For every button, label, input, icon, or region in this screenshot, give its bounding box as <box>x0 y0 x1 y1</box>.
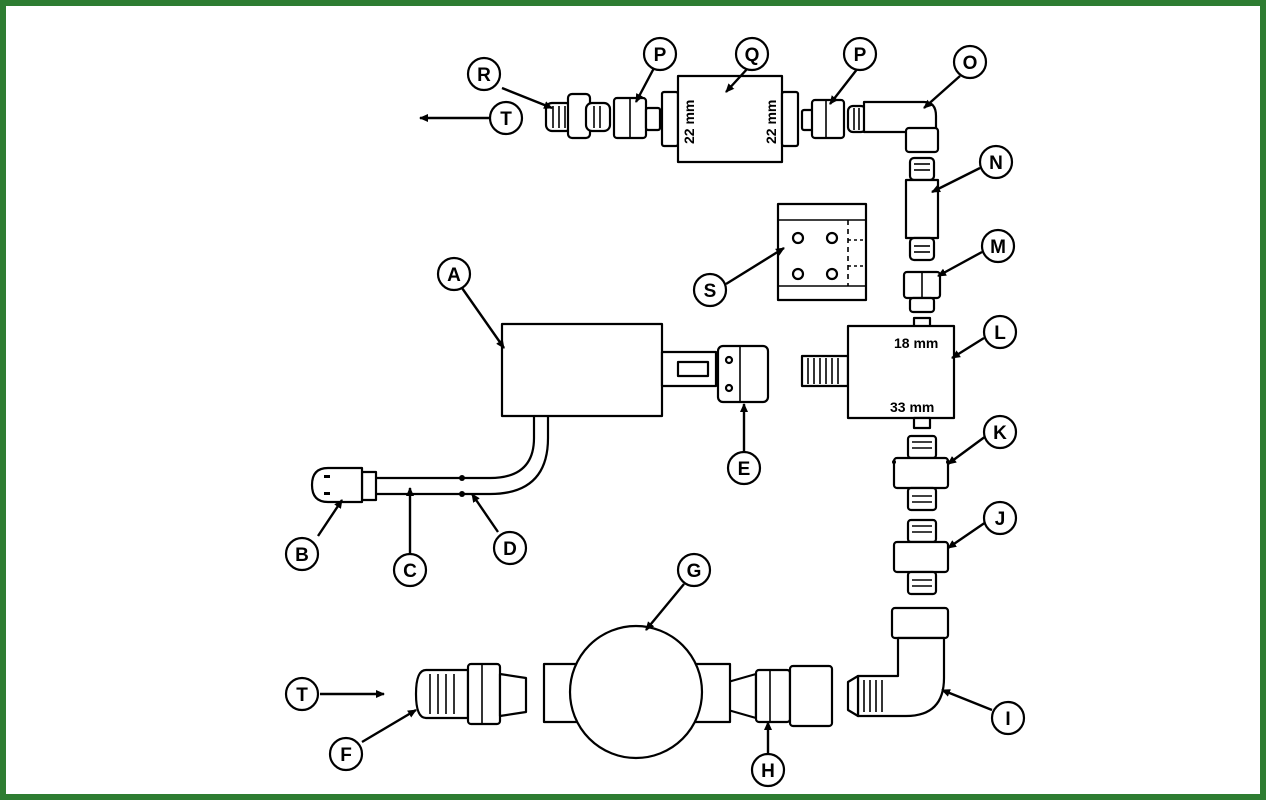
callout-m: M <box>980 228 1016 264</box>
part-s-bracket <box>776 202 868 302</box>
svg-text:P: P <box>654 45 667 66</box>
svg-text:E: E <box>738 459 751 480</box>
callout-l: L <box>982 314 1018 350</box>
svg-text:I: I <box>1005 709 1010 730</box>
part-a-sensor <box>462 322 718 496</box>
part-g-pump <box>542 624 732 760</box>
svg-text:H: H <box>761 761 775 782</box>
svg-text:D: D <box>503 539 517 560</box>
part-p-nut-right <box>800 98 846 140</box>
callout-s: S <box>692 272 728 308</box>
svg-text:J: J <box>995 509 1006 530</box>
part-m-nut <box>902 270 942 314</box>
part-j-union <box>892 518 950 596</box>
part-i-elbow <box>846 606 950 718</box>
svg-text:B: B <box>295 545 309 566</box>
callout-d: D <box>492 530 528 566</box>
part-r-hose-barb <box>544 92 612 140</box>
part-q-filter-block: 22 mm 22 mm <box>660 74 800 164</box>
svg-text:G: G <box>687 561 702 582</box>
callout-n: N <box>978 144 1014 180</box>
callout-b: B <box>284 536 320 572</box>
svg-text:F: F <box>340 745 352 766</box>
svg-text:P: P <box>854 45 867 66</box>
svg-text:T: T <box>500 109 512 130</box>
callout-p-left: P <box>642 36 678 72</box>
callout-h: H <box>750 752 786 788</box>
callout-r: R <box>466 56 502 92</box>
part-e-coupler <box>716 344 770 404</box>
callout-g: G <box>676 552 712 588</box>
part-n-connector <box>904 156 940 262</box>
part-o-elbow <box>846 100 940 154</box>
part-h-fitting <box>726 664 834 728</box>
q-right-dimension: 22 mm <box>763 100 779 144</box>
svg-text:C: C <box>403 561 417 582</box>
callout-k: K <box>982 414 1018 450</box>
svg-text:Q: Q <box>745 45 760 66</box>
callout-t-bottom: T <box>284 676 320 712</box>
callout-j: J <box>982 500 1018 536</box>
svg-text:O: O <box>963 53 978 74</box>
part-f-inlet-fitting <box>414 662 528 726</box>
svg-text:S: S <box>704 281 717 302</box>
callout-i: I <box>990 700 1026 736</box>
callout-a: A <box>436 256 472 292</box>
callout-f: F <box>328 736 364 772</box>
svg-text:M: M <box>990 237 1006 258</box>
part-b-plug <box>310 466 465 504</box>
svg-text:N: N <box>989 153 1003 174</box>
callout-leaders <box>317 67 993 754</box>
svg-text:L: L <box>994 323 1006 344</box>
svg-text:K: K <box>993 423 1007 444</box>
q-left-dimension: 22 mm <box>681 100 697 144</box>
part-p-nut-left <box>612 96 662 140</box>
callout-t-top: T <box>488 100 524 136</box>
hose-fitting-assembly-diagram: 22 mm 22 mm <box>284 36 1026 788</box>
callout-p-right: P <box>842 36 878 72</box>
svg-text:A: A <box>447 265 461 286</box>
svg-text:R: R <box>477 65 491 86</box>
l-top-dimension: 18 mm <box>894 335 938 351</box>
l-bottom-dimension: 33 mm <box>890 399 934 415</box>
part-k-union <box>892 434 950 512</box>
callout-e: E <box>726 450 762 486</box>
callout-c: C <box>392 552 428 588</box>
callout-q: Q <box>734 36 770 72</box>
part-l-tee: 18 mm 33 mm <box>800 316 956 430</box>
callout-o: O <box>952 44 988 80</box>
svg-text:T: T <box>296 685 308 706</box>
